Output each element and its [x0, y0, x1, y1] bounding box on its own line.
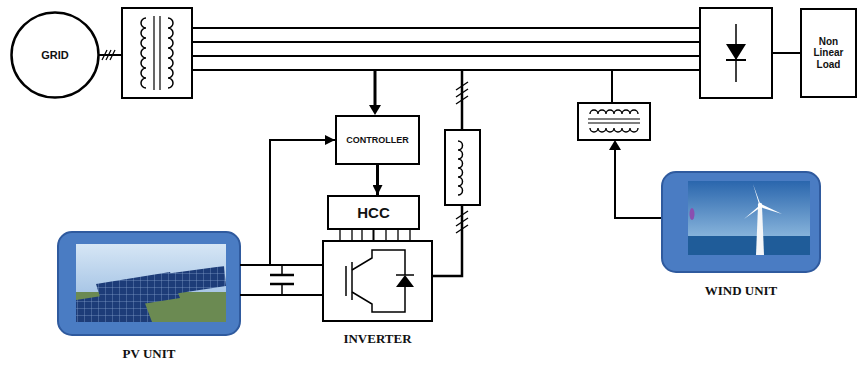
grid-source-circle: GRID: [10, 11, 100, 99]
connector-line: [373, 230, 375, 240]
transformer-coil: [590, 128, 638, 132]
sense-wire: [374, 70, 377, 106]
node-label: INVERTER: [343, 332, 411, 347]
phase-mark: [456, 82, 468, 90]
diode-symbol: [396, 274, 414, 276]
gate-pin: [397, 230, 398, 240]
pv-unit-frame: [58, 232, 240, 335]
connector-arrow: [240, 140, 335, 265]
capacitor-symbol: [281, 284, 283, 295]
arrow-head: [609, 140, 621, 150]
hcc-box: HCC: [327, 195, 420, 230]
phase-mark: [110, 50, 115, 60]
connector-arrow: [376, 165, 379, 195]
capacitor-symbol: [270, 274, 294, 277]
wind-feed-wire: [611, 70, 613, 103]
transformer-box: [122, 8, 192, 98]
pv-unit-box: PV UNIT: [58, 232, 240, 335]
transformer-coil: [590, 110, 638, 114]
gate-pin: [361, 230, 362, 240]
igbt-symbol: [345, 266, 347, 296]
wind-unit-box: WIND UNIT: [662, 172, 820, 272]
transformer-core: [153, 16, 154, 90]
wind-photo: [688, 181, 810, 255]
gate-pin: [385, 230, 386, 240]
igbt-symbol: [352, 287, 405, 312]
bus-line: [192, 69, 700, 71]
gate-pin: [339, 230, 340, 240]
node-label: PV UNIT: [123, 347, 176, 362]
pv-photo: [76, 244, 226, 322]
filter-inductor-box: [445, 130, 480, 205]
node-label: Non Linear Load: [805, 36, 852, 71]
bus-line: [192, 41, 700, 43]
phase-mark: [456, 96, 468, 104]
turbine-blade: [744, 206, 761, 219]
turbine-part: [690, 208, 695, 220]
inverter-box: INVERTER: [322, 240, 433, 322]
turbine-hub: [758, 203, 762, 207]
controller-box: CONTROLLER: [335, 115, 420, 165]
load-box: Non Linear Load: [800, 8, 857, 98]
load-wire: [772, 52, 800, 54]
transformer-box: [578, 103, 650, 140]
transformer-core: [588, 122, 640, 123]
phase-mark: [456, 89, 468, 97]
rectifier-box: [700, 8, 772, 98]
igbt-symbol: [351, 262, 353, 300]
phase-mark: [456, 225, 468, 233]
solar-panel: [76, 290, 152, 322]
gate-pin: [409, 230, 410, 240]
transformer-core: [588, 118, 640, 119]
transformer-coil: [141, 18, 146, 88]
node-label: CONTROLLER: [346, 135, 409, 145]
diode-symbol: [726, 59, 746, 61]
phase-mark: [456, 218, 468, 226]
output-wire: [433, 205, 462, 276]
node-label: HCC: [357, 204, 390, 221]
transformer-core: [159, 16, 160, 90]
node-label: GRID: [41, 49, 69, 62]
diode-symbol: [396, 275, 414, 287]
bus-line: [192, 55, 700, 57]
phase-mark: [456, 211, 468, 219]
bus-line: [192, 27, 700, 29]
node-label: WIND UNIT: [705, 284, 778, 299]
capacitor-symbol: [281, 265, 283, 275]
turbine-blade: [753, 184, 761, 206]
turbine-blade: [760, 204, 782, 214]
diode-symbol: [726, 44, 746, 60]
arrow-head: [369, 105, 381, 115]
wind-feed-wire: [615, 149, 662, 218]
connector-line: [240, 294, 322, 296]
turbine-tower: [756, 206, 764, 255]
feed-wire: [99, 54, 122, 56]
gate-pin: [351, 230, 352, 240]
wind-unit-frame: [662, 172, 820, 272]
transformer-coil: [168, 18, 173, 88]
sea: [688, 236, 810, 255]
igbt-symbol: [352, 250, 405, 275]
inductor-coil: [458, 141, 463, 195]
